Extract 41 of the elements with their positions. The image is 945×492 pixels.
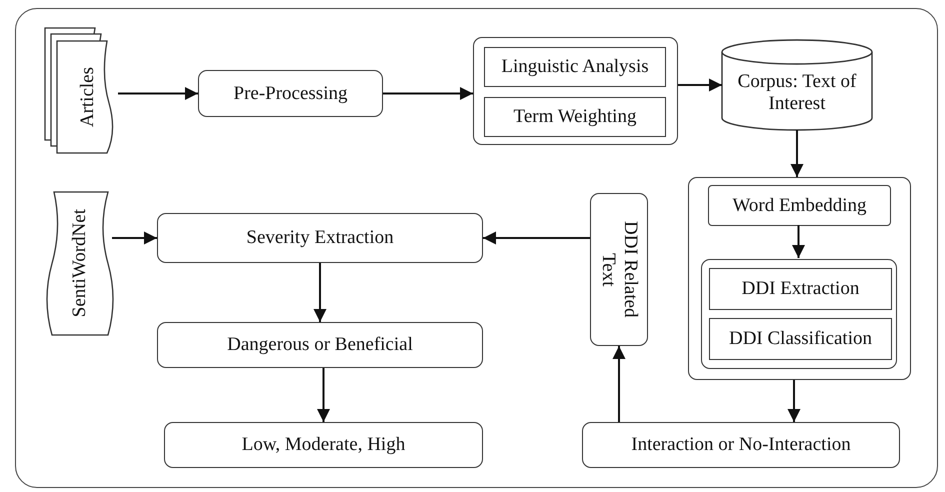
node-label: Severity Extraction — [246, 227, 394, 249]
node-label: Dangerous or Beneficial — [227, 334, 413, 356]
process-box — [157, 213, 483, 263]
process-box — [484, 47, 666, 87]
process-box — [484, 97, 666, 137]
arrow — [678, 78, 722, 92]
node-label: DDI Classification — [728, 328, 872, 350]
arrow — [314, 263, 326, 322]
node-label: Low, Moderate, High — [242, 434, 406, 456]
process-box — [590, 193, 648, 346]
node-label: Pre-Processing — [234, 82, 348, 104]
group-box — [688, 177, 911, 380]
process-box — [709, 268, 892, 310]
node-label: SentiWordNet — [69, 209, 91, 318]
arrow — [118, 87, 198, 100]
arrow — [612, 346, 626, 422]
node-label: Linguistic Analysis — [501, 56, 649, 78]
arrow — [317, 368, 330, 422]
process-box — [157, 322, 483, 368]
process-box — [198, 70, 383, 117]
node-label: DDI Extraction — [742, 278, 860, 300]
node-label: Term Weighting — [514, 106, 636, 128]
punched-tape — [48, 192, 112, 335]
node-label: Articles — [76, 66, 98, 128]
arrow — [383, 87, 473, 100]
node-label: Word Embedding — [732, 194, 867, 216]
node-label: Corpus: Text of Interest — [736, 71, 858, 115]
node-label: DDI Related Text — [597, 220, 641, 320]
process-box — [164, 422, 483, 468]
process-box — [708, 185, 891, 226]
arrow — [790, 130, 804, 177]
group-box — [473, 37, 678, 145]
node-label: Interaction or No-Interaction — [631, 434, 851, 456]
arrow — [792, 225, 805, 258]
group-box — [701, 259, 897, 369]
arrow — [788, 380, 800, 422]
arrow — [112, 232, 157, 244]
process-box — [709, 318, 892, 360]
process-box — [582, 422, 900, 468]
arrow — [483, 232, 590, 244]
database-cylinder — [722, 40, 872, 130]
